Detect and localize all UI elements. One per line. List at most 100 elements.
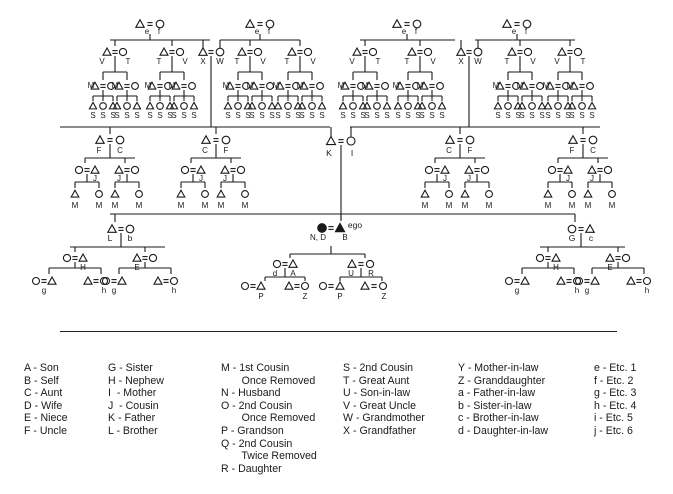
kin-label: S	[259, 111, 264, 120]
female-symbol	[118, 47, 128, 57]
female-symbol	[554, 102, 562, 110]
kin-label: C	[446, 146, 452, 155]
legend-entry: D - Wife	[24, 399, 63, 412]
kin-label: S	[429, 111, 434, 120]
female-symbol	[284, 102, 292, 110]
male-symbol	[106, 223, 118, 233]
male-symbol	[563, 164, 573, 174]
kin-label: V	[310, 57, 316, 66]
male-symbol	[567, 101, 577, 110]
divider-line	[60, 331, 617, 332]
legend-entry: T - Great Aunt	[343, 374, 410, 387]
male-symbol	[176, 189, 186, 198]
legend-entry: O - 2nd Cousin	[221, 399, 293, 412]
kin-label: S	[555, 111, 560, 120]
female-symbol	[404, 102, 412, 110]
legend-entry: Twice Removed	[221, 450, 317, 463]
kin-label: S	[147, 111, 152, 120]
female-symbol	[265, 19, 275, 29]
female-symbol	[465, 135, 475, 145]
male-symbol	[287, 258, 299, 268]
kin-label: e	[512, 27, 517, 36]
male-symbol	[267, 101, 277, 110]
kin-label: M	[569, 201, 576, 210]
kin-label: M	[88, 81, 95, 90]
legend-entry: K - Father	[108, 412, 156, 425]
kin-label: V	[182, 57, 188, 66]
male-symbol	[275, 81, 285, 90]
female-symbol	[412, 82, 420, 90]
kin-label: J	[223, 174, 227, 183]
female-symbol	[258, 102, 266, 110]
kin-label: S	[439, 111, 444, 120]
male-symbol	[273, 101, 283, 110]
female-symbol	[180, 165, 190, 175]
kin-label: G	[569, 233, 576, 243]
kin-label: F	[224, 146, 229, 155]
male-symbol	[352, 46, 362, 56]
male-symbol	[587, 164, 597, 174]
female-symbol	[485, 190, 493, 198]
female-symbol	[201, 190, 209, 198]
female-symbol	[349, 102, 357, 110]
male-symbol	[153, 275, 163, 285]
male-symbol	[94, 134, 106, 144]
male-symbol	[256, 280, 266, 290]
male-symbol	[284, 280, 294, 290]
male-symbol	[444, 134, 456, 144]
kin-label: N, D	[310, 233, 326, 242]
female-symbol	[292, 82, 300, 90]
male-symbol	[364, 81, 374, 90]
kin-label: K	[326, 148, 332, 158]
kin-label: S	[181, 111, 186, 120]
kin-label: h	[575, 286, 579, 295]
male-symbol	[325, 135, 337, 146]
male-symbol	[583, 189, 593, 198]
kin-label: S	[235, 111, 240, 120]
legend-entry: H - Nephew	[108, 374, 164, 387]
male-symbol	[605, 252, 615, 262]
kin-label: I	[351, 148, 353, 158]
male-symbol	[464, 164, 474, 174]
female-symbol	[135, 190, 143, 198]
female-symbol	[412, 19, 422, 29]
kin-label: d	[273, 269, 277, 278]
legend-entry: Q - 2nd Cousin	[221, 437, 293, 450]
female-symbol	[156, 102, 164, 110]
male-symbol	[545, 81, 555, 90]
legend-entry: V - Great Uncle	[343, 399, 417, 412]
kin-label: W	[216, 57, 224, 66]
legend-entry: P - Grandson	[221, 424, 284, 437]
kin-label: S	[350, 111, 355, 120]
female-symbol	[547, 165, 557, 175]
legend-entry: b - Sister-in-law	[458, 399, 532, 412]
kin-label: f	[158, 27, 161, 36]
kin-label: T	[235, 57, 240, 66]
kin-label: S	[295, 111, 300, 120]
kin-label: M	[72, 201, 79, 210]
male-symbol	[145, 101, 155, 110]
kin-label: S	[529, 111, 534, 120]
kin-label: M	[493, 81, 500, 90]
male-symbol	[147, 81, 157, 90]
female-symbol	[504, 102, 512, 110]
kin-label: S	[249, 111, 254, 120]
kin-label: S	[110, 111, 115, 120]
male-symbol	[440, 164, 450, 174]
male-symbol	[334, 222, 346, 233]
kin-label: V	[260, 57, 266, 66]
male-symbol	[297, 101, 307, 110]
male-symbol	[407, 46, 417, 56]
kin-label: L	[108, 233, 113, 243]
female-symbol	[31, 276, 41, 286]
kin-label: S	[515, 111, 520, 120]
kin-label: f	[415, 27, 418, 36]
kin-label: M	[96, 201, 103, 210]
kin-label: e	[145, 27, 150, 36]
legend-entry: X - Grandfather	[343, 424, 417, 437]
kin-label: S	[495, 111, 500, 120]
female-symbol	[236, 165, 246, 175]
male-symbol	[197, 46, 209, 56]
